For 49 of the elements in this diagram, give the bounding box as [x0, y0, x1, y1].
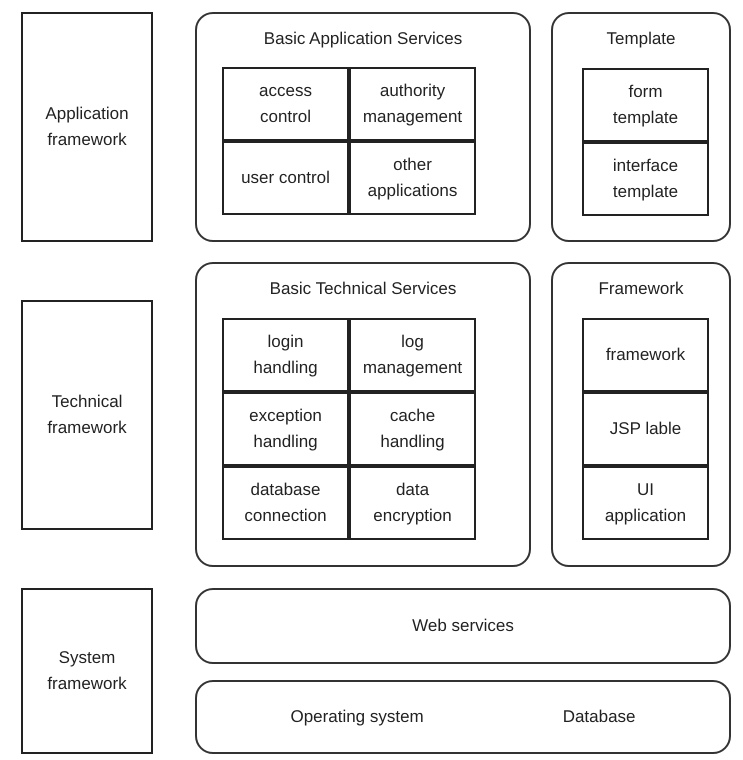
box-label: System framework: [46, 647, 128, 695]
service-cell: [349, 318, 476, 392]
service-group-box: [551, 12, 731, 242]
layer-box: [21, 12, 153, 242]
service-cell: [349, 141, 476, 215]
group-heading: Framework: [598, 278, 684, 300]
group-heading: Basic Technical Services: [270, 278, 456, 300]
service-cell: [582, 392, 709, 466]
service-cell: [349, 392, 476, 466]
layer-box: [21, 588, 153, 754]
box-label: data encryption: [372, 479, 453, 527]
box-label: user control: [241, 167, 330, 189]
service-cell: [349, 466, 476, 540]
service-cell: [582, 466, 709, 540]
box-label: framework: [606, 344, 686, 366]
service-cell: [222, 392, 349, 466]
box-label: form template: [612, 81, 680, 129]
box-label: database connection: [243, 479, 328, 527]
box-label: cache handling: [379, 405, 446, 453]
box-label: other applications: [367, 154, 458, 202]
box-label: Web services: [412, 615, 514, 637]
box-label: login handling: [252, 331, 319, 379]
box-label: log management: [362, 331, 462, 379]
service-cell: [222, 141, 349, 215]
box-label: access control: [258, 80, 313, 128]
box-label: exception handling: [248, 405, 323, 453]
box-label: authority management: [362, 80, 462, 128]
service-cell: [582, 318, 709, 392]
service-cell: [582, 142, 709, 216]
service-group-box: [195, 262, 531, 567]
service-group-box: [551, 262, 731, 567]
box-label: interface template: [612, 155, 680, 203]
box-label: UI application: [604, 479, 688, 527]
box-label: JSP lable: [610, 418, 682, 440]
service-cell: [222, 318, 349, 392]
box-label: Technical framework: [46, 391, 128, 439]
layer-band: [195, 680, 731, 754]
box-label: Database: [562, 706, 636, 728]
service-group-box: [195, 12, 531, 242]
layer-band: [195, 588, 731, 664]
layer-box: [21, 300, 153, 530]
group-heading: Basic Application Services: [264, 28, 462, 50]
service-cell: [582, 68, 709, 142]
service-cell: [222, 466, 349, 540]
box-label: Application framework: [44, 103, 130, 151]
group-heading: Template: [606, 28, 676, 50]
service-cell: [349, 67, 476, 141]
box-label: Operating system: [290, 706, 424, 728]
service-cell: [222, 67, 349, 141]
